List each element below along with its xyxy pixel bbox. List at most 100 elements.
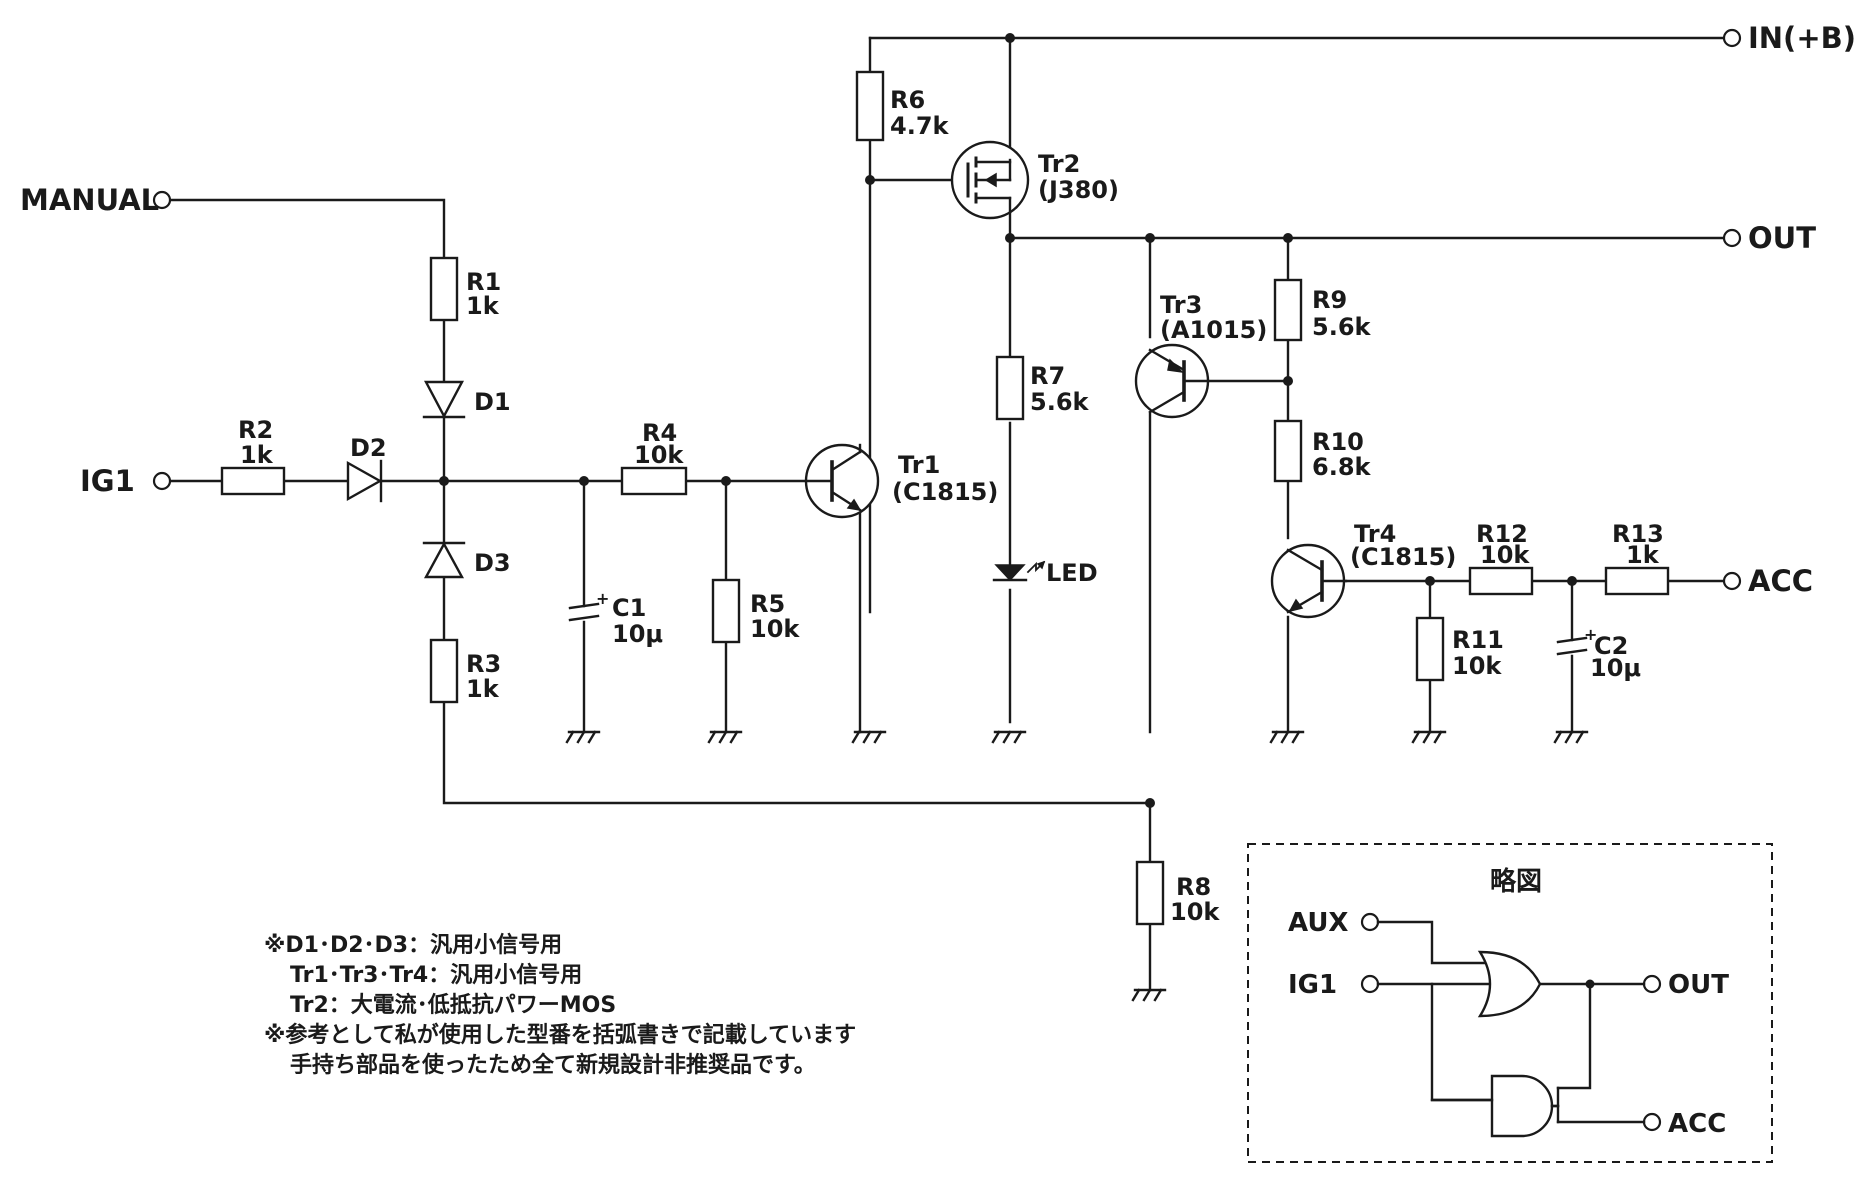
tr2-ref: Tr2 — [1038, 150, 1080, 178]
r6-ref: R6 — [890, 86, 925, 114]
r7-ref: R7 — [1030, 362, 1065, 390]
r11-ref: R11 — [1452, 626, 1504, 654]
r4-ref: R4 — [642, 419, 677, 447]
or-gate-icon — [1477, 950, 1542, 1018]
junctions — [439, 33, 1577, 808]
note-line-4: ※参考として私が使用した型番を括弧書きで記載しています — [264, 1022, 856, 1048]
r6-value: 4.7k — [890, 112, 950, 140]
r7-value: 5.6k — [1030, 388, 1090, 416]
r11-value: 10k — [1452, 652, 1502, 680]
transistor-tr4 — [1270, 543, 1348, 619]
terminal-out — [1722, 228, 1742, 248]
terminal-acc — [1722, 571, 1742, 591]
r9-ref: R9 — [1312, 286, 1347, 314]
summary-out-label: OUT — [1668, 970, 1729, 1000]
port-in-b-label: IN(+B) — [1748, 21, 1856, 55]
summary-ig1-label: IG1 — [1288, 970, 1337, 1000]
r3-value: 1k — [466, 675, 500, 703]
tr4-ref: Tr4 — [1354, 520, 1396, 548]
port-ig1-label: IG1 — [80, 464, 135, 498]
r10-ref: R10 — [1312, 428, 1364, 456]
r8-ref: R8 — [1176, 873, 1211, 901]
c1-ref: C1 — [612, 594, 646, 622]
note-line-1: ※D1･D2･D3：汎用小信号用 — [264, 932, 562, 958]
summary-diagram: 略図 AUX IG1 OUT ACC — [1247, 843, 1773, 1163]
r13-ref: R13 — [1612, 520, 1664, 548]
svg-text:+: + — [1584, 625, 1597, 644]
terminal-in-b — [1722, 28, 1742, 48]
resistor-r2 — [220, 466, 286, 496]
wires — [168, 36, 1726, 992]
ground-r11 — [1411, 730, 1447, 744]
resistor-r11 — [1415, 616, 1445, 682]
tr4-part: (C1815) — [1350, 543, 1456, 571]
resistor-r12 — [1468, 566, 1534, 596]
r5-value: 10k — [750, 615, 800, 643]
c1-value: 10μ — [612, 620, 663, 648]
diode-d1 — [422, 380, 466, 419]
terminal-ig1 — [152, 471, 172, 491]
summary-acc-label: ACC — [1668, 1109, 1726, 1139]
resistor-r6 — [855, 70, 885, 142]
ground-tr1 — [851, 730, 887, 744]
note-line-3: Tr2：大電流･低抵抗パワーMOS — [290, 992, 616, 1018]
r2-ref: R2 — [238, 416, 273, 444]
ground-tr4 — [1269, 730, 1305, 744]
note-line-2: Tr1･Tr3･Tr4：汎用小信号用 — [290, 962, 582, 988]
tr3-part: (A1015) — [1160, 316, 1267, 344]
d2-ref: D2 — [350, 434, 387, 462]
r5-ref: R5 — [750, 590, 785, 618]
component-labels: R6 4.7k Tr2 (J380) R1 1k D1 D3 R3 1k R2 … — [238, 86, 1664, 926]
ground-led — [991, 730, 1027, 744]
resistor-r13 — [1604, 566, 1670, 596]
transistor-tr2 — [950, 140, 1030, 220]
ground-c1 — [565, 730, 601, 744]
tr1-part: (C1815) — [892, 478, 998, 506]
svg-text:+: + — [596, 589, 609, 608]
r8-value: 10k — [1170, 898, 1220, 926]
transistor-tr1 — [804, 443, 880, 519]
terminals — [152, 28, 1742, 591]
resistor-r5 — [711, 578, 741, 644]
resistor-r4 — [620, 466, 688, 496]
transistor-tr3 — [1134, 343, 1210, 419]
ground-c2 — [1553, 730, 1589, 744]
resistor-r1 — [429, 256, 459, 322]
ground-r5 — [707, 730, 743, 744]
r13-value: 1k — [1626, 541, 1660, 569]
port-out-label: OUT — [1748, 221, 1816, 255]
resistor-r8 — [1135, 860, 1165, 926]
grounds — [565, 730, 1589, 1002]
resistor-r7 — [995, 355, 1025, 421]
capacitor-c2: + — [1556, 625, 1597, 656]
notes: ※D1･D2･D3：汎用小信号用 Tr1･Tr3･Tr4：汎用小信号用 Tr2：… — [264, 932, 856, 1078]
port-acc-label: ACC — [1748, 564, 1813, 598]
led — [992, 560, 1046, 582]
tr1-ref: Tr1 — [898, 451, 940, 479]
d1-ref: D1 — [474, 388, 511, 416]
port-manual-label: MANUAL — [20, 183, 159, 217]
r1-ref: R1 — [466, 268, 501, 296]
and-gate-icon — [1490, 1074, 1554, 1138]
r12-value: 10k — [1480, 541, 1530, 569]
summary-title: 略図 — [1490, 866, 1542, 897]
c2-value: 10μ — [1590, 654, 1641, 682]
r12-ref: R12 — [1476, 520, 1528, 548]
r1-value: 1k — [466, 292, 500, 320]
tr2-part: (J380) — [1038, 176, 1119, 204]
d3-ref: D3 — [474, 549, 511, 577]
note-line-5: 手持ち部品を使ったため全て新規設計非推奨品です。 — [290, 1052, 816, 1078]
tr3-ref: Tr3 — [1160, 291, 1202, 319]
resistor-r9 — [1273, 278, 1303, 342]
r4-value: 10k — [634, 441, 684, 469]
terminal-manual — [152, 190, 172, 210]
led-ref: LED — [1046, 559, 1098, 587]
r9-value: 5.6k — [1312, 313, 1372, 341]
resistor-r10 — [1273, 419, 1303, 483]
resistor-r3 — [429, 638, 459, 704]
r3-ref: R3 — [466, 650, 501, 678]
ground-r8 — [1131, 988, 1167, 1002]
summary-aux-label: AUX — [1288, 908, 1348, 938]
r10-value: 6.8k — [1312, 453, 1372, 481]
